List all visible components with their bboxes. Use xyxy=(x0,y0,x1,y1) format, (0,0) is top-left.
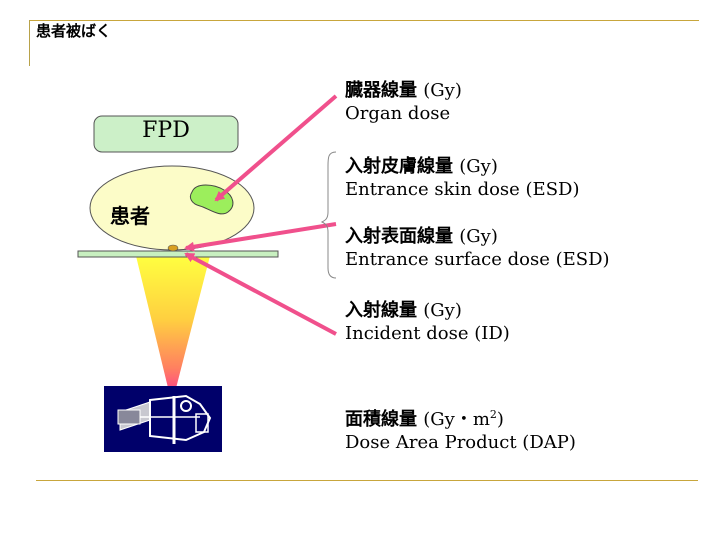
esd-surface-jp: 入射表面線量 (Gy) xyxy=(345,226,498,247)
patient-label: 患者 xyxy=(110,204,150,228)
esd-skin-en: Entrance skin dose (ESD) xyxy=(345,178,580,200)
esd-brace xyxy=(320,151,337,279)
patient-table xyxy=(77,250,279,258)
fpd-detector xyxy=(93,115,239,153)
xray-tube-icon xyxy=(104,386,222,452)
arrow-incident xyxy=(184,252,337,336)
organ-dose-en: Organ dose xyxy=(345,102,451,124)
surface-point xyxy=(167,244,179,252)
dap-jp: 面積線量 (Gy・m2) xyxy=(345,408,504,430)
organ-dose-jp: 臓器線量 (Gy) xyxy=(345,80,462,101)
incident-dose-label: 入射線量 (Gy) Incident dose (ID) xyxy=(345,300,510,345)
incident-dose-jp: 入射線量 (Gy) xyxy=(345,300,462,321)
incident-dose-en: Incident dose (ID) xyxy=(345,322,510,344)
esd-surface-en: Entrance surface dose (ESD) xyxy=(345,248,610,270)
arrow-esd xyxy=(184,222,337,252)
dap-en: Dose Area Product (DAP) xyxy=(345,431,576,453)
top-rule xyxy=(29,20,699,21)
xray-beam xyxy=(136,256,210,396)
esd-skin-label: 入射皮膚線量 (Gy) Entrance skin dose (ESD) xyxy=(345,156,579,201)
esd-surface-label: 入射表面線量 (Gy) Entrance surface dose (ESD) xyxy=(345,226,610,271)
title-rule xyxy=(29,20,30,66)
organ-dose-label: 臓器線量 (Gy) Organ dose xyxy=(345,80,462,125)
dap-label: 面積線量 (Gy・m2) Dose Area Product (DAP) xyxy=(345,408,576,454)
arrow-organ xyxy=(214,94,338,202)
esd-skin-jp: 入射皮膚線量 (Gy) xyxy=(345,156,498,177)
fpd-label: FPD xyxy=(142,118,190,143)
slide-title: 患者被ばく xyxy=(36,22,112,40)
bottom-rule xyxy=(36,480,698,481)
